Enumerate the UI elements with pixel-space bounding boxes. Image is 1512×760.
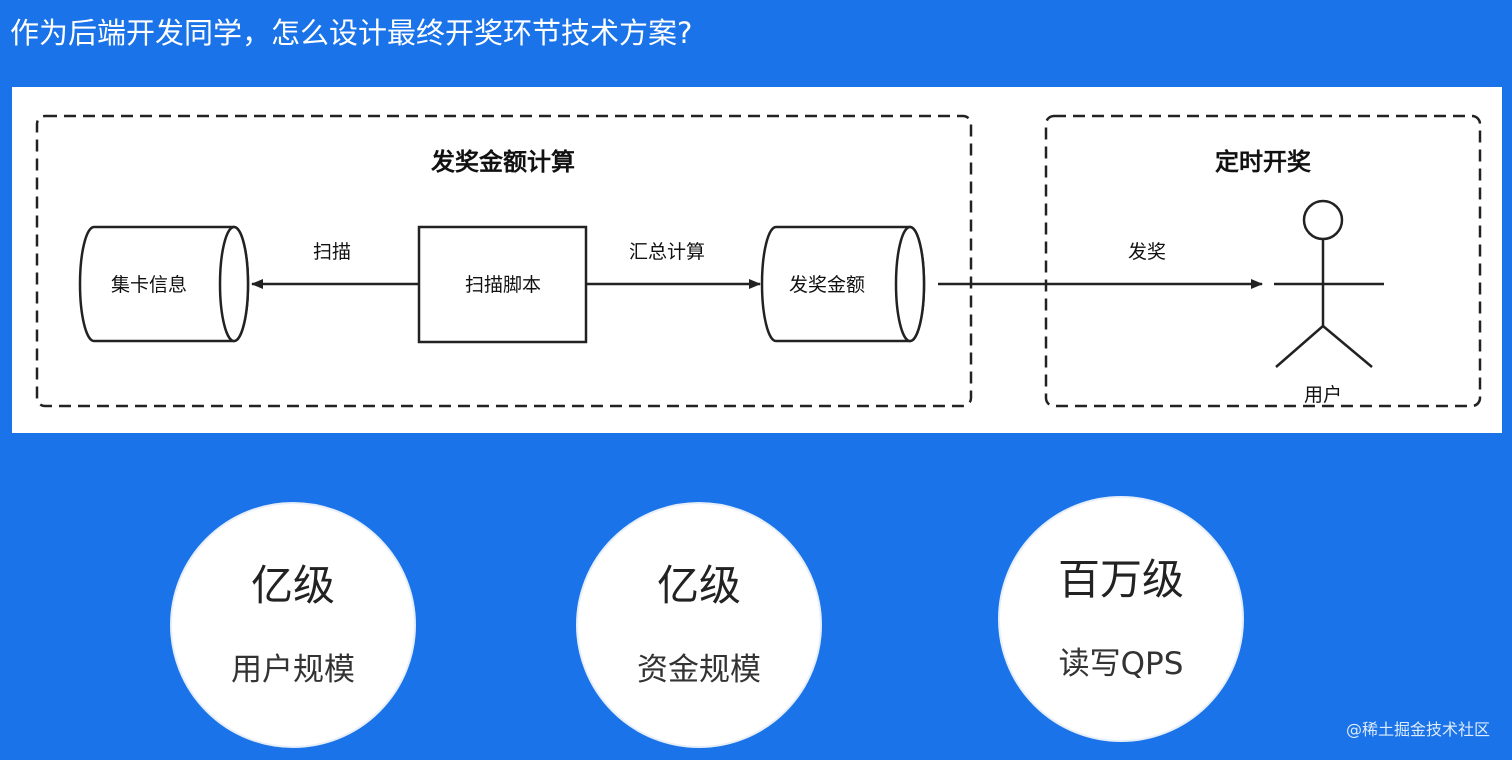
group-title-scheduled-draw: 定时开奖 <box>1215 148 1312 176</box>
metric-fund-scale: 亿级 资金规模 <box>576 502 822 748</box>
architecture-diagram: 发奖金额计算 定时开奖 集卡信息 扫描脚本 发奖金额 扫描 汇总计算 发奖 <box>12 87 1502 433</box>
page-title: 作为后端开发同学，怎么设计最终开奖环节技术方案? <box>10 16 693 50</box>
user-actor-icon <box>1274 199 1384 368</box>
group-prize-calculation <box>35 114 973 408</box>
metric-rw-qps: 百万级 读写QPS <box>998 496 1244 742</box>
edge-award-label: 发奖 <box>1128 241 1166 263</box>
metric-label: 读写QPS <box>1058 646 1184 682</box>
metric-label: 资金规模 <box>637 652 761 688</box>
metric-value: 百万级 <box>1057 555 1184 604</box>
edge-aggregate-label: 汇总计算 <box>629 241 705 263</box>
prize-amount-label: 发奖金额 <box>789 274 865 296</box>
metric-value: 亿级 <box>656 561 741 610</box>
group-scheduled-draw <box>1044 114 1482 408</box>
edge-scan-label: 扫描 <box>313 241 351 263</box>
card-info-database-node: 集卡信息 <box>78 225 250 343</box>
diagram-canvas: 发奖金额计算 定时开奖 集卡信息 扫描脚本 发奖金额 扫描 汇总计算 发奖 <box>35 114 1482 408</box>
metric-value: 亿级 <box>250 561 335 610</box>
metric-user-scale: 亿级 用户规模 <box>170 502 416 748</box>
card-info-label: 集卡信息 <box>111 274 187 296</box>
scan-script-node: 扫描脚本 <box>417 225 588 344</box>
user-label: 用户 <box>1304 384 1342 406</box>
watermark-credit: @稀土掘金技术社区 <box>1345 720 1490 739</box>
prize-amount-database-node: 发奖金额 <box>760 225 926 343</box>
metric-label: 用户规模 <box>231 652 355 688</box>
group-title-prize-calculation: 发奖金额计算 <box>430 148 575 176</box>
scan-script-label: 扫描脚本 <box>465 274 541 296</box>
